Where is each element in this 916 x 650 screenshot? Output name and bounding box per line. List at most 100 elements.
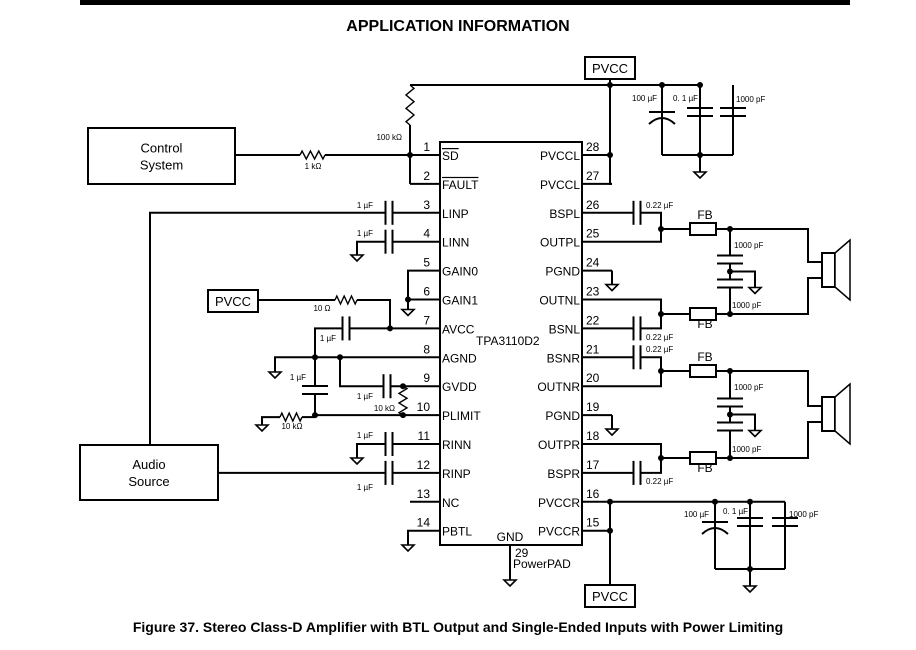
pin-name-avcc: AVCC — [442, 322, 475, 336]
pin-number: 16 — [586, 487, 600, 501]
pin-name-pvccl: PVCCL — [540, 149, 580, 163]
filter-capacitor-value: 1000 pF — [732, 301, 761, 310]
ground-icon — [254, 424, 270, 433]
pin-number: 28 — [586, 140, 600, 154]
pin-number: 23 — [586, 285, 600, 299]
pin-number: 8 — [423, 342, 430, 356]
pin-number: 4 — [423, 227, 430, 241]
filter-capacitor-value: 1000 pF — [734, 383, 763, 392]
pin-name-gain1: GAIN1 — [442, 294, 478, 308]
pin-number: 20 — [586, 371, 600, 385]
wire — [274, 356, 410, 372]
pin-number: 5 — [423, 256, 430, 270]
wire — [716, 277, 822, 315]
pin-number: 15 — [586, 516, 600, 530]
wire — [357, 299, 391, 329]
pin-number: 1 — [423, 140, 430, 154]
decoupling-capacitor-value: 0. 1 µF — [673, 94, 698, 103]
pin-name-bsnl: BSNL — [549, 322, 581, 336]
bulk-capacitor-value: 100 µF — [632, 94, 657, 103]
speaker-icon — [821, 396, 836, 432]
wire — [356, 240, 385, 255]
pin-number: 19 — [586, 400, 600, 414]
ground-icon — [400, 308, 416, 317]
pin-name-bsnr: BSNR — [547, 351, 581, 365]
avcc-resistor-value: 10 Ω — [313, 304, 330, 313]
plimit-divider-value: 10 kΩ — [374, 404, 395, 413]
pin-name-pgnd: PGND — [545, 265, 580, 279]
pin-name-gain0: GAIN0 — [442, 265, 478, 279]
pin-name-linn: LINN — [442, 236, 469, 250]
ferrite-bead-icon — [689, 364, 717, 378]
avcc-capacitor-value: 1 µF — [320, 334, 336, 343]
pin-number: 11 — [418, 429, 431, 443]
ferrite-bead-icon — [689, 222, 717, 236]
rinn-capacitor-value: 1 µF — [357, 431, 373, 440]
linp-capacitor-value: 1 µF — [357, 201, 373, 210]
hf-capacitor-value: 1000 pF — [789, 510, 818, 519]
pin-name-agnd: AGND — [442, 351, 477, 365]
pin-name-outpr: OUTPR — [538, 438, 580, 452]
pin-number: 26 — [586, 198, 600, 212]
bootstrap-capacitor-value: 0.22 µF — [646, 477, 673, 486]
wire — [612, 211, 662, 243]
pvcc-bottom-label-box — [584, 584, 636, 608]
wire — [339, 357, 383, 388]
ground-icon — [502, 579, 518, 588]
pin-name-bspr: BSPR — [547, 467, 580, 481]
pin-name-sd: SD — [442, 149, 459, 163]
bulk-capacitor-value: 100 µF — [684, 510, 709, 519]
header-rule — [80, 0, 850, 5]
bootstrap-capacitor-value: 0.22 µF — [646, 345, 673, 354]
wire — [716, 421, 822, 459]
pin-name-nc: NC — [442, 496, 460, 510]
pin-number: 2 — [423, 169, 430, 183]
plimit-resistor-value: 10 kΩ — [281, 422, 302, 431]
pin-number: 6 — [423, 285, 430, 299]
ic-body — [439, 141, 583, 546]
pullup-resistor-icon — [404, 84, 416, 126]
ic-part-number: TPA3110D2 — [476, 334, 540, 348]
pin-number: 21 — [586, 342, 600, 356]
gnd-label: GND — [497, 530, 524, 544]
wire — [356, 443, 385, 458]
linn-capacitor-value: 1 µF — [357, 229, 373, 238]
pin-name-bspl: BSPL — [549, 207, 580, 221]
wire — [261, 416, 280, 425]
bulk-capacitor-icon — [701, 527, 729, 535]
pin-name-fault: FAULT — [442, 178, 479, 192]
control-system-block — [87, 127, 236, 185]
wire — [716, 370, 822, 407]
pin-name-linp: LINP — [442, 207, 469, 221]
control-system-block-label: System — [140, 158, 183, 173]
ferrite-bead-label: FB — [697, 461, 712, 475]
wire — [612, 356, 662, 388]
ground-icon — [692, 171, 708, 180]
pin-name-gvdd: GVDD — [442, 380, 477, 394]
pvcc-bottom-label: PVCC — [592, 589, 628, 604]
pin-name-rinp: RINP — [442, 467, 471, 481]
pin-number: 14 — [417, 516, 431, 530]
gvdd-capacitor-value: 1 µF — [357, 392, 373, 401]
pullup-resistor-value: 100 kΩ — [376, 133, 402, 142]
avcc-resistor-icon — [334, 294, 358, 306]
pin-number: 25 — [586, 227, 600, 241]
pin-name-rinn: RINN — [442, 438, 471, 452]
wire — [730, 413, 756, 431]
pin-name-outpl: OUTPL — [540, 236, 580, 250]
pin-number: 12 — [417, 458, 431, 472]
pin-number: 7 — [423, 313, 430, 327]
pin-name-outnr: OUTNR — [537, 380, 580, 394]
bootstrap-capacitor-value: 0.22 µF — [646, 333, 673, 342]
filter-capacitor-value: 1000 pF — [732, 445, 761, 454]
wire — [407, 529, 410, 545]
hf-capacitor-value: 1000 pF — [736, 95, 765, 104]
wire — [716, 228, 822, 263]
pin-number: 27 — [586, 169, 600, 183]
junction-dot — [387, 325, 393, 332]
pin-number: 3 — [423, 198, 430, 212]
junction-dot — [312, 412, 318, 419]
junction-dot — [405, 296, 411, 303]
plimit-divider-resistor-icon — [397, 385, 409, 416]
